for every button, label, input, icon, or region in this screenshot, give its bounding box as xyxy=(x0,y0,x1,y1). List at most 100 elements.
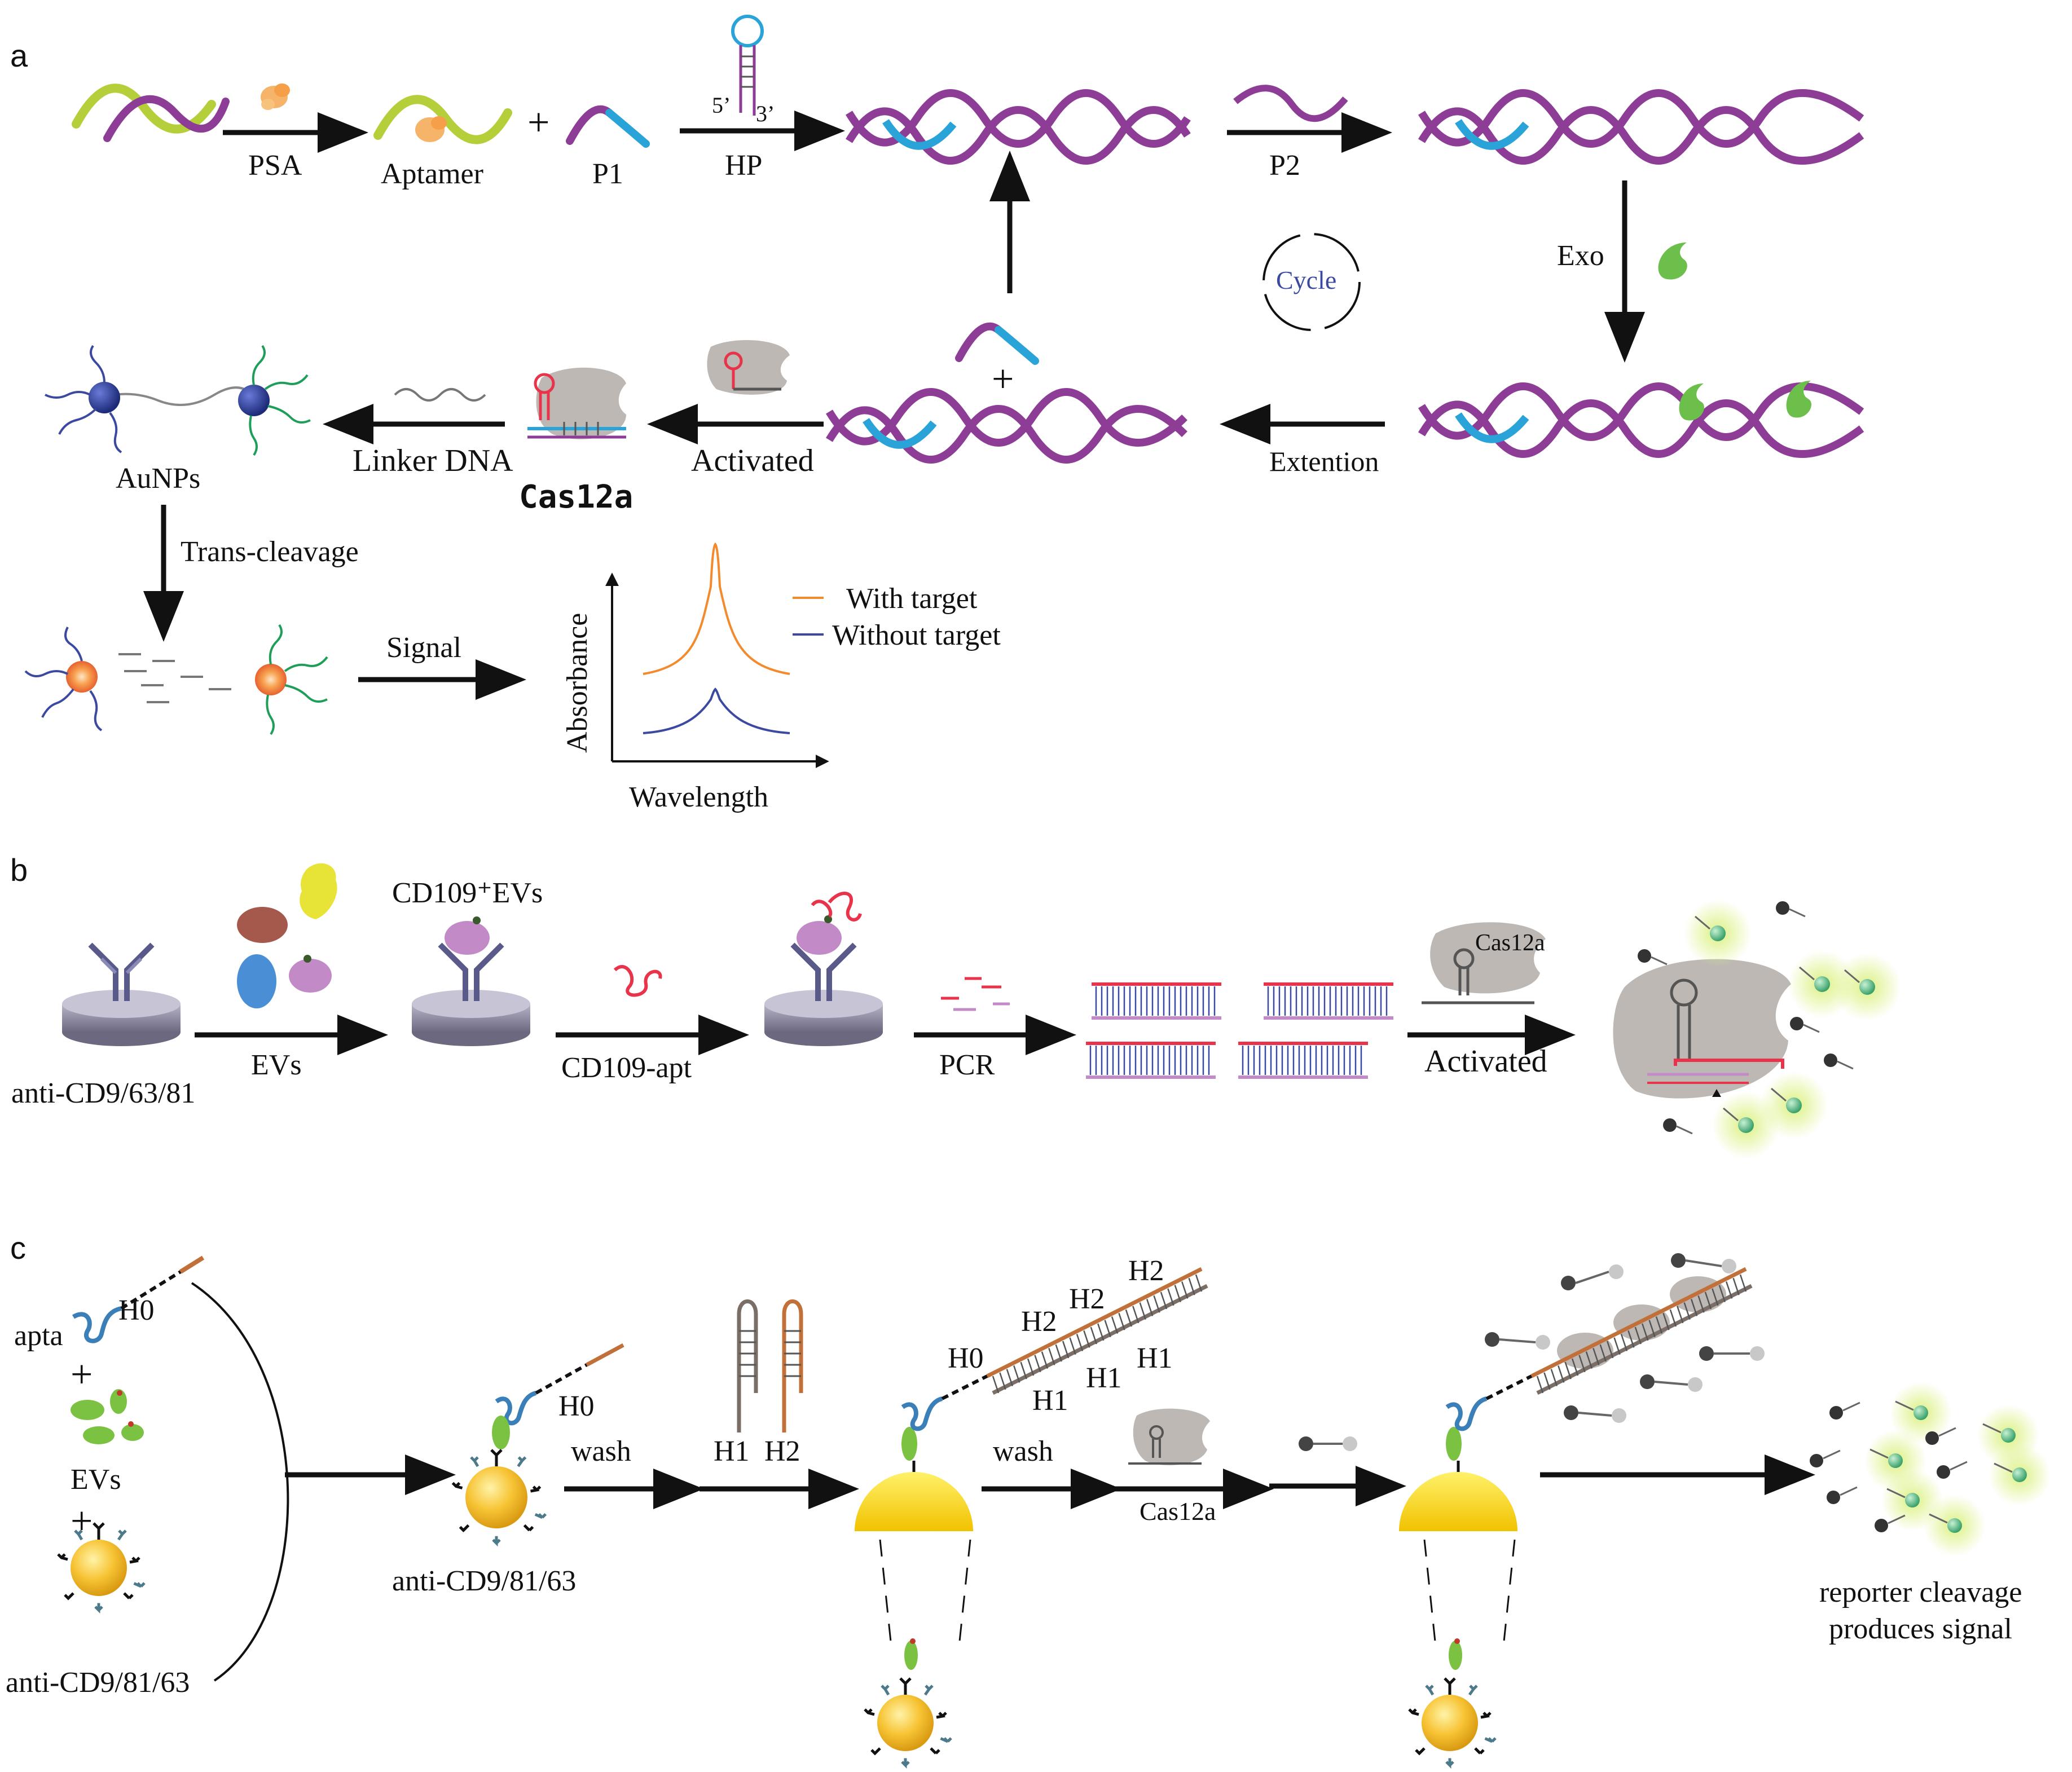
bead-zoom-2 xyxy=(1408,1638,1497,1769)
cas12a-icon-small xyxy=(707,340,790,395)
plus-sign-c1: + xyxy=(71,1353,93,1396)
psa-protein-icon xyxy=(261,83,290,110)
label-anti-left: anti-CD9/81/63 xyxy=(6,1667,190,1699)
p1-strand xyxy=(566,105,650,148)
cas12a-complex xyxy=(527,367,626,439)
label-anti-cd9-63-81: anti-CD9/63/81 xyxy=(11,1077,195,1109)
label-aptamer: Aptamer xyxy=(381,158,483,190)
label-h1-1: H1 xyxy=(1032,1385,1068,1417)
label-result-line2: produces signal xyxy=(1829,1613,2012,1645)
label-cas12a-c: Cas12a xyxy=(1140,1497,1216,1526)
legend-label-without-target: Without target xyxy=(832,619,1001,651)
aptamer-psa-complex xyxy=(373,95,512,144)
reporters-c-final xyxy=(1810,1382,2051,1557)
activated-cas12a-b xyxy=(1613,959,1791,1099)
zoom-line-left-2 xyxy=(1423,1539,1437,1647)
aunp-pair-linked xyxy=(45,345,311,456)
dna-duplex-exo xyxy=(1418,381,1864,458)
label-h2-3: H2 xyxy=(1128,1255,1164,1287)
label-cd109-apt: CD109-apt xyxy=(561,1052,692,1084)
label-cas12a-a: Cas12a xyxy=(519,479,633,515)
exonuclease-icon xyxy=(1658,243,1687,280)
series-without-target xyxy=(643,687,790,734)
absorbance-chart: Wavelength Absorbance With target Withou… xyxy=(561,542,1001,813)
pcr-amplicons xyxy=(1086,982,1393,1079)
dna-duplex-1 xyxy=(845,89,1191,165)
zoom-line-left-1 xyxy=(879,1539,892,1647)
bead-antibody-left xyxy=(57,1522,146,1614)
panel-label-a: a xyxy=(10,38,28,73)
bead-complex-mid xyxy=(451,1343,624,1547)
p1-released xyxy=(955,322,1039,365)
label-linker-dna: Linker DNA xyxy=(353,443,513,478)
label-h2-2: H2 xyxy=(1069,1283,1105,1315)
pcr-primers-icon xyxy=(941,977,1010,1011)
dna-duplex-3 xyxy=(825,388,1187,464)
zoom-line-right-1 xyxy=(958,1539,971,1647)
antibody-plate-1 xyxy=(62,942,181,1046)
chart-y-label: Absorbance xyxy=(561,613,593,753)
label-apta: apta xyxy=(14,1320,63,1352)
label-h0-dome: H0 xyxy=(948,1342,984,1374)
hcr-rungs-1 xyxy=(992,1274,1203,1394)
cd109-aptamer-icon xyxy=(613,965,662,997)
dome-complex-2 xyxy=(1399,1267,1753,1531)
label-aunps: AuNPs xyxy=(116,462,200,495)
linker-dna-icon xyxy=(394,388,486,402)
p2-strand xyxy=(1233,85,1348,122)
label-cycle: Cycle xyxy=(1276,266,1336,294)
label-evs-c: EVs xyxy=(71,1464,121,1496)
label-result-line1: reporter cleavage xyxy=(1819,1576,2022,1608)
label-pcr: PCR xyxy=(939,1049,995,1081)
ev-particles-icon xyxy=(237,863,337,1008)
panel-b: anti-CD9/63/81 EVs CD109⁺EVs CD109-apt xyxy=(11,863,1901,1159)
legend-label-with-target: With target xyxy=(846,583,978,615)
label-h1-a: H1 xyxy=(714,1435,750,1467)
label-evs-b: EVs xyxy=(251,1049,302,1081)
zoom-line-right-2 xyxy=(1502,1539,1516,1647)
label-activated: Activated xyxy=(691,443,814,478)
cycle-icon xyxy=(1262,233,1361,331)
bead-zoom-1 xyxy=(864,1638,952,1769)
reporters-b xyxy=(1638,900,1901,1159)
hairpin-hp-icon xyxy=(731,15,764,116)
label-h1-3: H1 xyxy=(1137,1342,1173,1374)
reporters-c-mid xyxy=(1485,1253,1765,1423)
label-trans-cleavage: Trans-cleavage xyxy=(181,536,359,568)
panel-a: PSA Aptamer + P1 5’ 3’ HP xyxy=(24,15,1864,813)
label-psa: PSA xyxy=(248,149,302,182)
series-with-target xyxy=(643,542,790,675)
label-h0-left: H0 xyxy=(118,1294,155,1326)
label-5prime: 5’ xyxy=(712,92,731,118)
label-h0-mid: H0 xyxy=(558,1390,595,1422)
aunp-pair-dispersed xyxy=(24,624,328,735)
evs-icon-c xyxy=(71,1389,144,1444)
label-h2-1: H2 xyxy=(1021,1306,1057,1338)
chart-x-label: Wavelength xyxy=(629,781,768,813)
label-cas12a-b: Cas12a xyxy=(1475,930,1545,956)
aptamer-h0-icon xyxy=(72,1255,205,1343)
panel-c: apta H0 + EVs + anti-CD9/81/63 H0 anti-C… xyxy=(6,1253,2051,1769)
antibody-plate-2 xyxy=(412,916,530,1046)
label-signal: Signal xyxy=(386,632,461,664)
plus-sign-a1: + xyxy=(527,101,549,144)
antibody-plate-3 xyxy=(764,892,883,1046)
hairpins-h1-h2-icon xyxy=(737,1299,803,1432)
plus-sign-a2: + xyxy=(992,358,1014,401)
panel-label-b: b xyxy=(10,852,28,888)
dome-complex-1 xyxy=(855,1267,1208,1531)
label-h2-a: H2 xyxy=(764,1435,800,1467)
label-exo: Exo xyxy=(1557,240,1604,272)
label-3prime: 3’ xyxy=(756,101,775,126)
cas12a-icon-c xyxy=(1128,1408,1210,1466)
label-cd109-evs: CD109⁺EVs xyxy=(392,877,543,909)
label-wash-1: wash xyxy=(571,1435,631,1467)
reporter-icon-c xyxy=(1299,1436,1357,1451)
plus-sign-c2: + xyxy=(71,1500,93,1543)
label-anti-mid: anti-CD9/81/63 xyxy=(392,1565,576,1597)
hcr-rungs-2 xyxy=(1536,1274,1747,1394)
label-activated-b: Activated xyxy=(1424,1044,1547,1079)
bracket-curve xyxy=(191,1282,289,1682)
label-p1: P1 xyxy=(592,158,623,190)
